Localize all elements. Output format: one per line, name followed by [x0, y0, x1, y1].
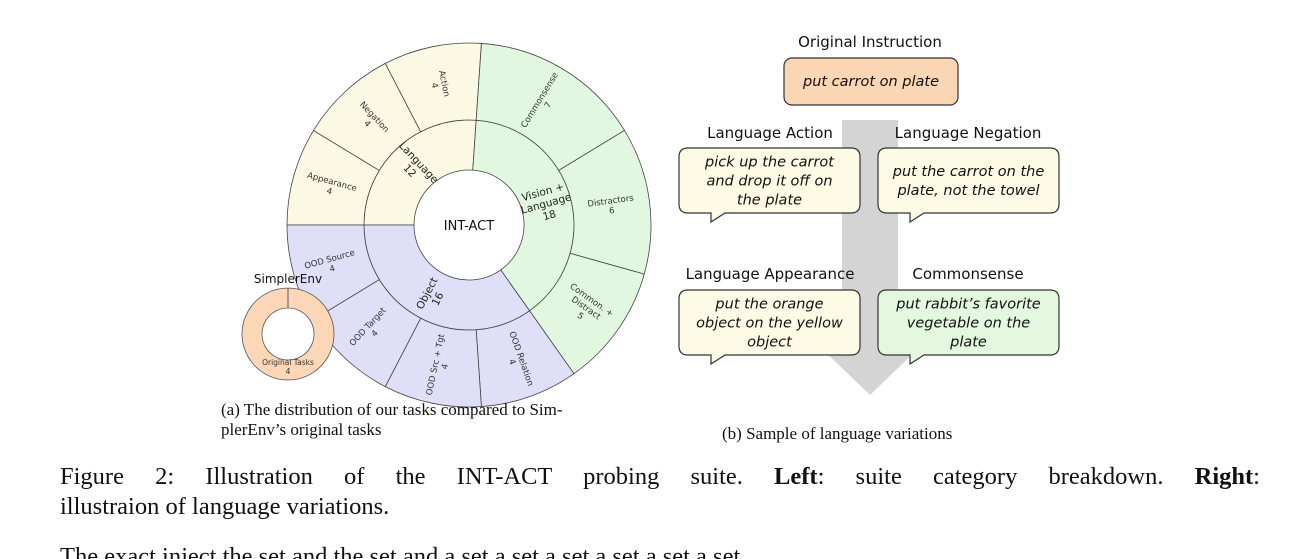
variation-text-line: object: [747, 335, 793, 351]
figure-caption-line2: illustraion of language variations.: [60, 493, 390, 520]
original-instruction-text: put carrot on plate: [802, 74, 939, 90]
figure-caption-line1: Figure 2: Illustration of the INT-ACT pr…: [60, 462, 1260, 492]
simplerenv-ring-segment: [241, 287, 335, 381]
variation-text-line: put the carrot on the: [892, 164, 1045, 180]
simplerenv-title: SimplerEnv: [254, 272, 322, 286]
original-instruction-box: [783, 57, 959, 106]
subcaption-b: (b) Sample of language variations: [722, 424, 953, 443]
variation-bubble: [877, 289, 1060, 366]
variation-text-line: and drop it off on: [706, 174, 832, 190]
simplerenv-ring-value: 4: [286, 367, 291, 376]
variation-text-line: put rabbit’s favorite: [895, 297, 1041, 313]
simplerenv-ring-label: Original Tasks: [262, 358, 314, 367]
variation-text-line: object on the yellow: [696, 316, 843, 332]
body-text-cutoff: The exact inject the set and the set and…: [60, 543, 741, 559]
variation-title: Language Appearance: [686, 265, 855, 283]
variation-bubble: [877, 147, 1060, 224]
subcaption-a: (a) The distribution of our tasks compar…: [221, 400, 661, 440]
variation-bubble: [678, 289, 861, 366]
variation-text-line: put the orange: [714, 297, 823, 313]
variation-bubble: [678, 147, 861, 224]
variation-title: Language Action: [707, 124, 833, 142]
subcaption-a-line2: plerEnv’s original tasks: [221, 420, 382, 439]
subcaption-a-line1: (a) The distribution of our tasks compar…: [221, 400, 563, 419]
variation-text-line: pick up the carrot: [704, 155, 835, 171]
sunburst-center-label: INT-ACT: [444, 219, 494, 234]
language-variations-diagram: Original Instruction put carrot on plateL…: [678, 33, 1060, 395]
figure-caption-right: Right: [1194, 463, 1254, 490]
figure-caption: Figure 2: Illustration of the INT-ACT pr…: [60, 462, 1260, 522]
variation-text-line: plate, not the towel: [896, 183, 1039, 199]
original-instruction-title: Original Instruction: [798, 33, 942, 51]
variation-text-line: vegetable on the: [907, 316, 1031, 332]
variation-text-line: the plate: [737, 193, 802, 209]
variation-title: Language Negation: [895, 124, 1042, 142]
variation-text-line: plate: [949, 335, 987, 351]
figure-caption-left: Left: [774, 463, 818, 490]
variation-title: Commonsense: [912, 265, 1023, 283]
figure-caption-right-text: :: [1253, 463, 1260, 490]
figure-caption-prefix: Figure 2: Illustration of the INT-ACT pr…: [60, 463, 775, 490]
figure-caption-left-text: : suite category breakdown.: [817, 463, 1195, 490]
